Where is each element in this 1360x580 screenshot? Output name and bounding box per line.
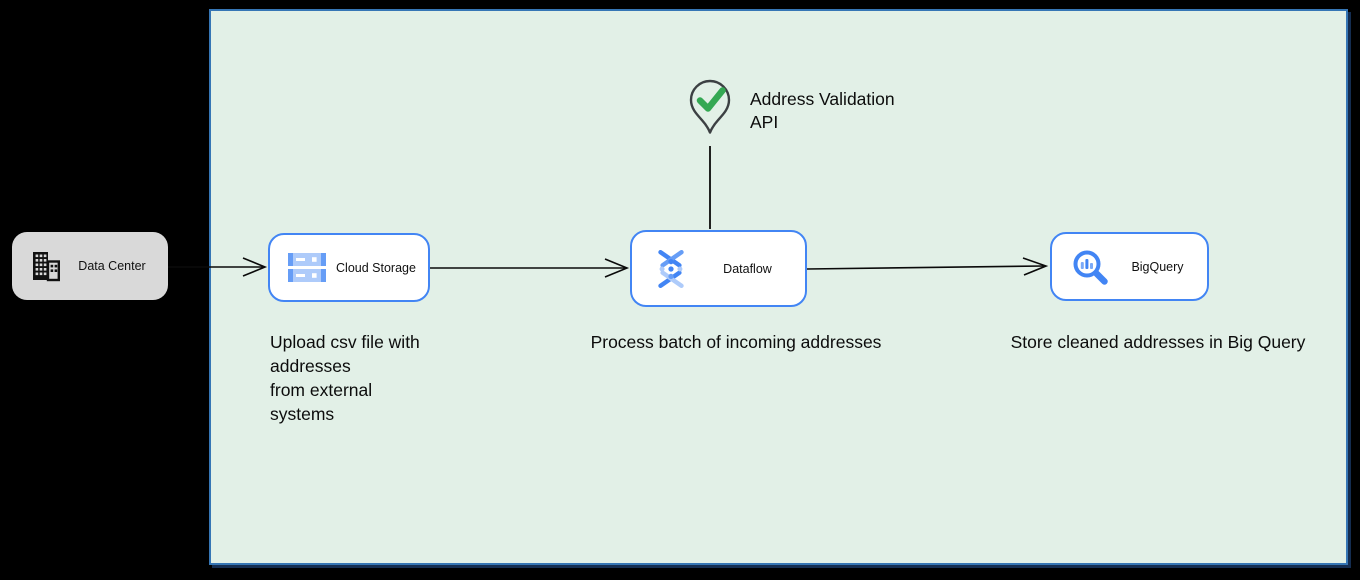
node-data-center[interactable]: Data Center — [12, 232, 168, 300]
caption-dataflow: Process batch of incoming addresses — [590, 332, 882, 352]
address-validation-label: Address Validation API — [750, 89, 895, 132]
data-center-building-icon — [30, 250, 62, 282]
caption-cloud-storage: Upload csv file with addresses from exte… — [270, 332, 420, 424]
cloud-storage-label: Cloud Storage — [336, 260, 416, 275]
bigquery-icon — [1070, 247, 1110, 287]
cloud-storage-icon — [288, 252, 326, 284]
node-bigquery[interactable]: BigQuery — [1050, 232, 1209, 301]
bigquery-label: BigQuery — [1131, 259, 1184, 274]
dataflow-icon — [650, 248, 692, 290]
node-cloud-storage[interactable]: Cloud Storage — [268, 233, 430, 302]
node-dataflow[interactable]: Dataflow — [630, 230, 807, 307]
dataflow-label: Dataflow — [723, 261, 772, 276]
data-center-label: Data Center — [78, 259, 146, 273]
caption-bigquery: Store cleaned addresses in Big Query — [1010, 332, 1306, 352]
address-validation-pin-icon[interactable] — [687, 79, 733, 152]
